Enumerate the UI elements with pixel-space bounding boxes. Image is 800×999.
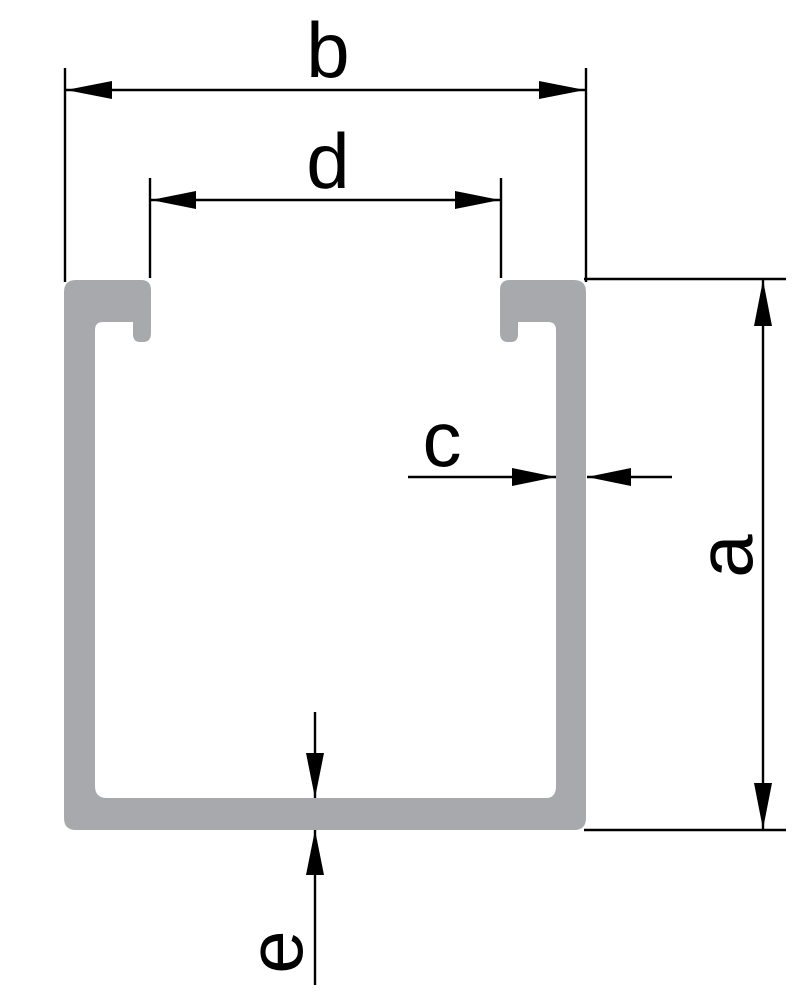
dimension-c-arrow-left [512,468,556,486]
dimension-c: c [408,395,672,486]
dimension-a: a [584,277,786,832]
dimension-c-arrow-right [587,468,631,486]
dimension-b-arrow-right [539,81,585,99]
dimension-b: b [63,6,588,282]
dimension-e-arrow-top [306,753,324,798]
channel-profile [64,280,586,830]
dimension-e-label: e [231,930,319,973]
dimension-a-arrow-top [754,280,772,326]
dimension-a-label: a [681,534,769,578]
dimension-d-arrow-left [151,191,196,209]
dimension-c-label: c [423,395,462,483]
dimension-d-arrow-right [455,191,500,209]
dimension-e-arrow-bottom [306,830,324,875]
dimension-b-arrow-left [66,81,112,99]
dimension-a-arrow-bottom [754,783,772,829]
dimension-e: e [231,712,324,985]
dimension-d: d [148,117,503,278]
dimension-d-label: d [306,117,349,205]
dimension-b-label: b [306,6,349,94]
